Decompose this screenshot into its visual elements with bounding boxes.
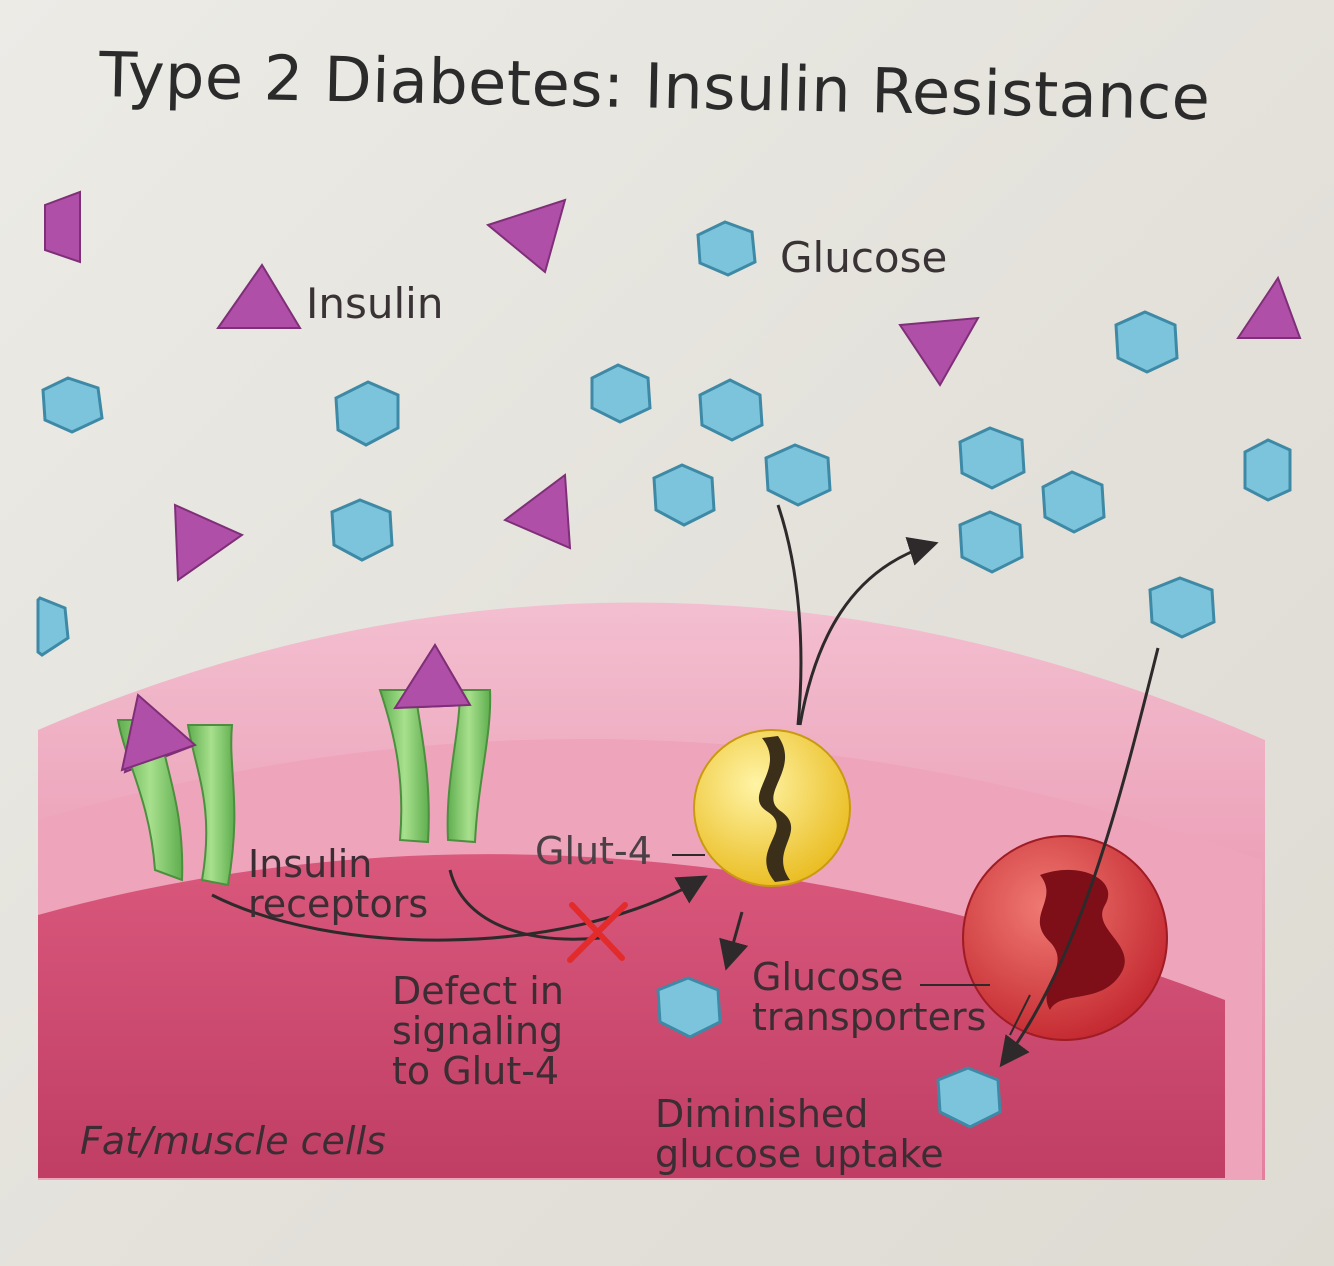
glucose-hexagon-icon (960, 428, 1024, 488)
glucose-hexagon-icon (336, 382, 398, 445)
fat-muscle-cells-label: Fat/muscle cells (80, 1122, 386, 1162)
insulin-receptors-line2: receptors (248, 885, 428, 925)
glucose-hexagon-icon (1116, 312, 1177, 372)
defect-line3: to Glut-4 (392, 1052, 564, 1092)
defect-label: Defect in signaling to Glut-4 (392, 972, 564, 1092)
insulin-triangle-icon (1238, 278, 1300, 338)
insulin-receptors-label: Insulin receptors (248, 845, 428, 925)
glucose-hexagon-icon (1150, 578, 1214, 637)
glut4-transporter (694, 730, 850, 886)
insulin-triangle-icon (175, 505, 242, 580)
insulin-triangle-icon (505, 475, 570, 548)
glucose-hexagon-icon (700, 380, 762, 440)
glucose-hexagon-icon (1043, 472, 1104, 532)
diminished-line2: glucose uptake (655, 1135, 944, 1175)
glucose-transporters-label: Glucose transporters (752, 958, 986, 1038)
glucose-hexagon-icon (38, 598, 68, 655)
glucose-hexagon-icon (332, 500, 392, 560)
defect-line1: Defect in (392, 972, 564, 1012)
insulin-triangle-icon (488, 200, 565, 272)
glucose-hexagon-icon (766, 445, 830, 505)
diminished-uptake-label: Diminished glucose uptake (655, 1095, 944, 1175)
insulin-triangle-icon (45, 192, 80, 262)
defect-line2: signaling (392, 1012, 564, 1052)
diminished-line1: Diminished (655, 1095, 944, 1135)
glucose-hexagon-icon (43, 378, 102, 432)
glucose-transporters-line1: Glucose (752, 958, 986, 998)
glucose-transporters-line2: transporters (752, 998, 986, 1038)
glucose-hexagon-icon (698, 222, 755, 275)
glucose-hexagon-icon (1245, 440, 1290, 500)
insulin-receptors-line1: Insulin (248, 845, 428, 885)
glucose-hexagon-icon (960, 512, 1022, 572)
glut4-label: Glut-4 (535, 832, 652, 872)
insulin-triangle-icon (900, 318, 978, 385)
glucose-hexagon-icon (654, 465, 714, 525)
glucose-transporter (963, 836, 1167, 1040)
insulin-label: Insulin (306, 282, 443, 326)
insulin-triangle-icon (218, 265, 300, 328)
glucose-label: Glucose (780, 236, 947, 280)
glucose-hexagon-icon (592, 365, 650, 422)
